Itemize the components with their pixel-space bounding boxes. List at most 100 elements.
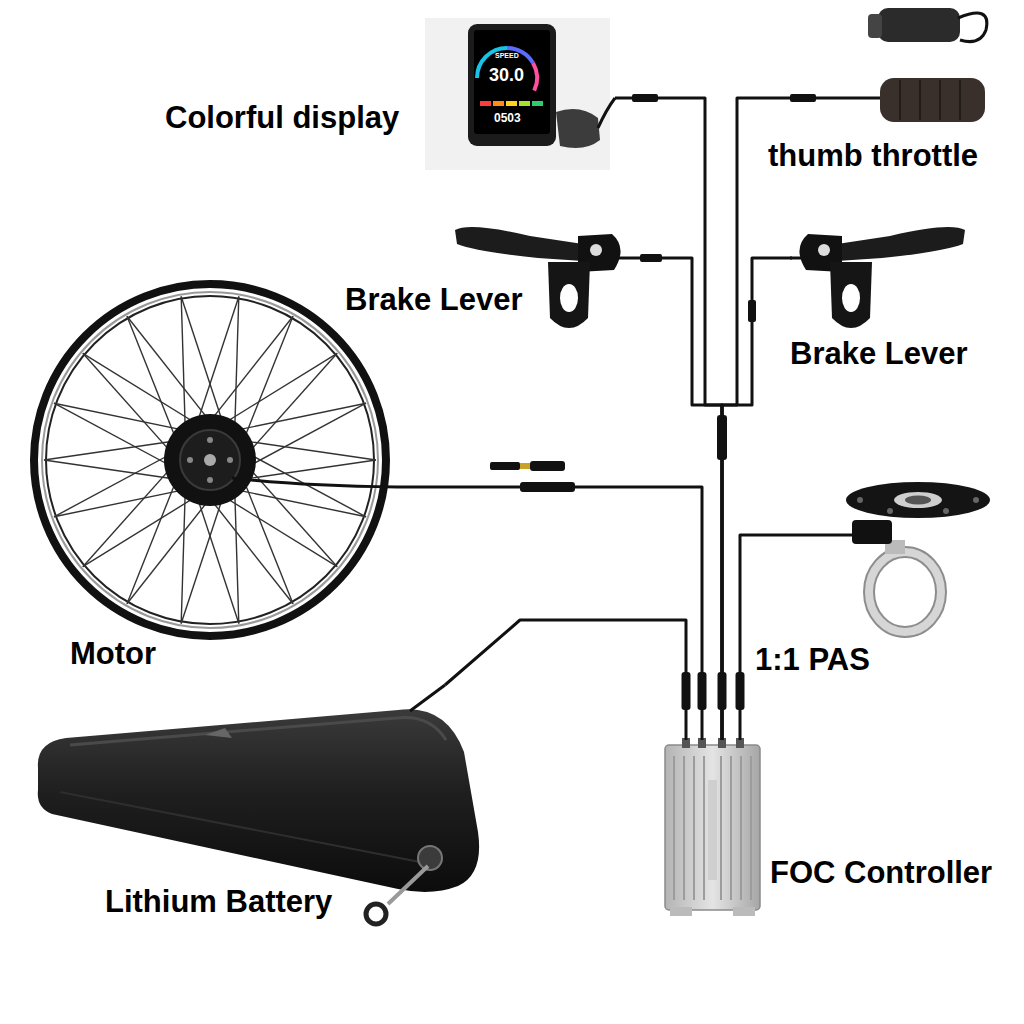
- part-label: 1:1 PAS: [755, 642, 870, 678]
- controller-case: [665, 745, 760, 910]
- grip-ridge: [899, 80, 901, 120]
- display-unit: [425, 18, 615, 170]
- part-label: Colorful display: [165, 100, 399, 136]
- grip-ridge: [959, 80, 961, 120]
- battery-ridge: [70, 717, 446, 745]
- inline-plug: [736, 672, 745, 710]
- screen-readout: SPEED: [495, 52, 519, 60]
- component-label-area: thumb throttle: [765, 2, 1005, 182]
- inline-plug: [718, 672, 727, 710]
- wire: [630, 258, 722, 740]
- foc-controller: [665, 738, 760, 916]
- part-label: Motor: [70, 636, 156, 672]
- battery-bar: [480, 101, 491, 106]
- part-label: FOC Controller: [770, 855, 992, 891]
- throttle-cable: [958, 13, 987, 42]
- wire: [615, 98, 722, 740]
- inline-plug: [698, 672, 707, 710]
- disc-hub: [894, 492, 942, 508]
- battery-bar: [506, 101, 517, 106]
- speed-arc: [533, 63, 537, 91]
- motor-plug: [520, 482, 575, 492]
- mount-ring: [869, 552, 941, 632]
- cooling-fins: [674, 756, 751, 900]
- component-label-area: Brake Lever: [340, 220, 630, 335]
- magnet-disc: [846, 482, 990, 518]
- key-blade: [388, 866, 428, 904]
- magnet: [887, 508, 893, 514]
- motor-cable: [232, 478, 397, 487]
- magnet: [943, 508, 949, 514]
- rim-inner: [46, 296, 374, 624]
- brake-cable: [770, 257, 792, 260]
- screen-readout: 0503: [494, 112, 521, 125]
- component-label-area: Brake Lever: [770, 220, 995, 376]
- key-head: [366, 904, 386, 924]
- lever-blade: [455, 227, 598, 262]
- battery-lock: [418, 846, 442, 870]
- axle: [204, 454, 216, 466]
- thumb-paddle: [868, 14, 882, 38]
- magnet: [973, 497, 979, 503]
- rim-edge: [42, 292, 378, 628]
- hub-cover: [180, 430, 240, 490]
- display-housing: [468, 24, 556, 146]
- plug-pins: [520, 463, 530, 469]
- hub-motor-wheel: [34, 284, 397, 636]
- hub-motor: [164, 414, 256, 506]
- battery-bar: [493, 101, 504, 106]
- controller-plate: [708, 780, 717, 880]
- throttle-cable: [765, 97, 880, 100]
- hub-bolt: [207, 437, 213, 443]
- grip-ridge: [939, 80, 941, 120]
- battery-cable: [410, 685, 445, 711]
- inline-plug: [632, 94, 658, 102]
- inline-plug: [717, 415, 727, 460]
- inline-plug: [748, 300, 756, 322]
- lithium-battery: [38, 685, 479, 924]
- motor-plug: [490, 462, 520, 470]
- remote-pad: [556, 109, 600, 148]
- clamp-hole: [560, 284, 578, 312]
- throttle-housing: [878, 8, 960, 42]
- screen-readout: 30.0: [489, 66, 524, 86]
- pas-cable: [750, 534, 852, 537]
- component-label-area: 1:1 PAS: [750, 478, 1000, 688]
- wire: [445, 620, 686, 740]
- lever-clamp: [548, 262, 590, 328]
- component-label-area: Colorful display: [160, 15, 615, 175]
- part-label: Brake Lever: [345, 282, 523, 318]
- mount-ring: [869, 552, 941, 632]
- pas-sensor: [750, 482, 990, 632]
- mount-tab: [733, 907, 755, 916]
- display-screen: [474, 30, 550, 134]
- part-label: thumb throttle: [768, 138, 978, 174]
- inline-plug: [682, 672, 691, 710]
- motor-plug: [530, 461, 565, 471]
- display-cable: [598, 98, 615, 128]
- battery-bar: [519, 101, 530, 106]
- part-label: Brake Lever: [790, 336, 968, 372]
- mount-tab: [670, 907, 692, 916]
- grip-ridge: [919, 80, 921, 120]
- battery-bar: [532, 101, 543, 106]
- grip: [880, 78, 985, 122]
- wire: [397, 487, 702, 740]
- component-label-area: FOC Controller: [660, 740, 1015, 925]
- brake-cable: [612, 257, 630, 260]
- hub-bolt: [207, 477, 213, 483]
- hub-bolt: [187, 457, 193, 463]
- photo-ground: [425, 18, 610, 170]
- disc-hole: [905, 496, 931, 505]
- wheel-spokes: [44, 296, 376, 623]
- hub-bolt: [227, 457, 233, 463]
- component-label-area: Motor: [25, 278, 397, 683]
- battery-logo: [205, 728, 232, 738]
- brake-lever: [790, 227, 965, 328]
- battery-case: [38, 709, 479, 892]
- lever-emblem: [590, 244, 602, 256]
- inline-plug: [790, 94, 816, 102]
- component-label-area: Lithium Battery: [25, 685, 482, 935]
